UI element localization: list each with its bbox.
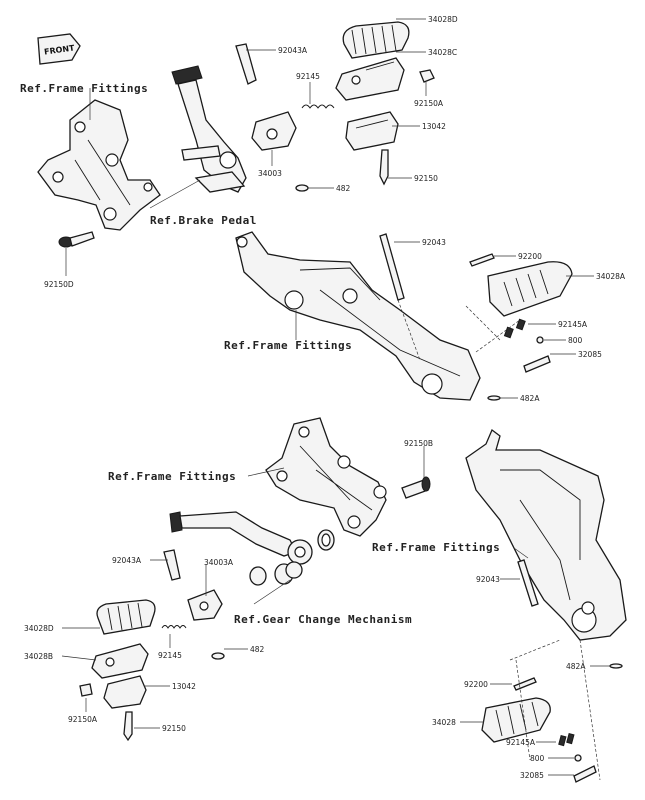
part-label: 92150A [68, 715, 98, 724]
part-label: 482A [520, 394, 540, 403]
part-label: 800 [568, 336, 583, 345]
part-label: 13042 [172, 682, 196, 691]
part-label: 34028D [428, 15, 458, 24]
part-label: 92150B [404, 439, 433, 448]
part-label: 92043A [112, 556, 142, 565]
footpeg-top [335, 57, 405, 101]
front-left-bracket-assembly [265, 417, 387, 537]
pin-92043a-top [235, 43, 257, 85]
rear-right-bracket-assembly [235, 231, 481, 401]
pin-92043a-bot [163, 549, 181, 581]
footpeg-rubber-top [342, 21, 410, 59]
pin-92043-bot [517, 559, 539, 607]
part-label: 92145A [558, 320, 588, 329]
peg-holder-bot [103, 675, 147, 709]
spring-92145-bot [161, 625, 187, 629]
front-arrow-badge: FRONT [37, 33, 81, 65]
part-label: 92200 [464, 680, 488, 689]
part-label: 34028 [432, 718, 456, 727]
part-label: 34003 [258, 169, 282, 178]
bolt-92150b [401, 476, 431, 499]
part-label: 92150A [414, 99, 444, 108]
part-label: 92150D [44, 280, 74, 289]
brake-pedal [171, 65, 247, 193]
part-label: 482 [250, 645, 265, 654]
ref-frame-fittings-2: Ref.Frame Fittings [224, 339, 352, 352]
pin-92200-bot [513, 677, 537, 691]
clip-482a-bot [609, 663, 623, 669]
ref-brake-pedal: Ref.Brake Pedal [150, 214, 257, 227]
part-label: 32085 [520, 771, 544, 780]
plate-32085-mid [523, 355, 551, 373]
holder-34003 [251, 111, 297, 151]
collar-set [249, 561, 303, 586]
part-label: 92145A [506, 738, 536, 747]
clip-482a-mid [487, 395, 501, 401]
part-label: 92200 [518, 252, 542, 261]
part-label: 32085 [578, 350, 602, 359]
washer-482-top [295, 184, 309, 192]
part-label: 92150 [414, 174, 438, 183]
bolt-92150d [58, 231, 95, 248]
gear-change-pedal [169, 511, 313, 565]
part-label: 92043A [278, 46, 308, 55]
pin-92200-mid [469, 253, 495, 267]
part-label: 13042 [422, 122, 446, 131]
nut-92150a-bot [79, 683, 93, 697]
leader-lines [61, 18, 610, 776]
part-label: 34003A [204, 558, 234, 567]
footpeg-34028 [481, 697, 551, 743]
footpeg-34028b [91, 643, 149, 679]
ref-frame-fittings-3: Ref.Frame Fittings [108, 470, 236, 483]
spring-92145a-bot [558, 733, 575, 747]
front-badge-text: FRONT [44, 43, 76, 56]
bolt-92150-bot [123, 711, 133, 742]
front-right-bracket-assembly [465, 428, 627, 641]
plate-32085-bot [573, 765, 597, 783]
spring-92145-top [301, 104, 335, 109]
part-label: 482A [566, 662, 586, 671]
ref-frame-fittings-1: Ref.Frame Fittings [20, 82, 148, 95]
footpeg-rubber-bot [96, 599, 156, 635]
washer-482-bot [211, 652, 225, 660]
footpeg-34028a [487, 261, 573, 317]
holder-34003a [187, 589, 223, 621]
nut-92150a-top [419, 69, 435, 83]
part-label: 92043 [422, 238, 446, 247]
bolt-92150-top [379, 149, 389, 186]
spring-92145a-mid [503, 318, 526, 339]
part-label: 92145 [158, 651, 182, 660]
part-label: 34028A [596, 272, 626, 281]
part-label: 92145 [296, 72, 320, 81]
ball-800-bot [574, 754, 582, 762]
ref-gear-change-mechanism: Ref.Gear Change Mechanism [234, 613, 412, 626]
part-label: 800 [530, 754, 545, 763]
peg-holder-top [345, 111, 399, 151]
pin-92043-mid [379, 233, 405, 301]
part-label: 482 [336, 184, 351, 193]
ref-frame-fittings-4: Ref.Frame Fittings [372, 541, 500, 554]
part-label: 34028D [24, 624, 54, 633]
part-label: 92043 [476, 575, 500, 584]
part-label: 92150 [162, 724, 186, 733]
ball-800-mid [536, 336, 544, 344]
rear-left-bracket-assembly [37, 99, 161, 231]
part-label: 34028B [24, 652, 53, 661]
part-label: 34028C [428, 48, 457, 57]
